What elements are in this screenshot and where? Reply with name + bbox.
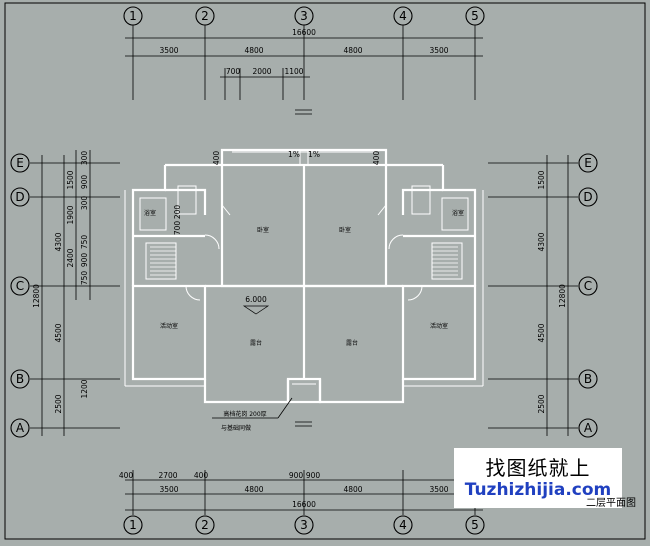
axis-D-right: D [583, 190, 592, 204]
axis-2-bottom: 2 [201, 518, 209, 532]
right-2500: 2500 [537, 394, 546, 413]
building-walls [124, 148, 484, 404]
top-axis-markers: 1 2 3 4 5 [123, 6, 485, 26]
room-terrace-right: 露台 [346, 339, 358, 347]
room-terrace-left: 露台 [250, 339, 262, 347]
top-bay-2: 4800 [244, 46, 263, 55]
room-bedroom-left: 卧室 [257, 226, 269, 234]
bottom-sub-400b: 400 [194, 471, 209, 480]
left-total-dim: 12800 [32, 284, 41, 308]
left-outer-2500: 2500 [54, 394, 63, 413]
axis-1-bottom: 1 [129, 518, 137, 532]
axis-2-top: 2 [201, 9, 209, 23]
top-bay-3: 4800 [343, 46, 362, 55]
axis-C-left: C [16, 279, 24, 293]
bottom-total-dim: 16600 [292, 500, 316, 509]
room-activity-right: 活动室 [430, 322, 448, 330]
axis-3-top: 3 [300, 9, 308, 23]
left-mid-1500: 1500 [66, 170, 75, 189]
axis-3-bottom: 3 [300, 518, 308, 532]
slope-right: 1% [308, 150, 320, 159]
axis-B-left: B [16, 372, 24, 386]
drawing-frame [4, 2, 646, 540]
note-line-1: 高档花岗 200厚 [223, 410, 266, 418]
left-inner-750a: 750 [80, 235, 89, 250]
bottom-axis-markers: 1 2 3 4 5 [123, 515, 485, 535]
top-bay-1: 3500 [159, 46, 178, 55]
slope-left: 1% [288, 150, 300, 159]
right-4300: 4300 [537, 232, 546, 251]
left-mid-2400: 2400 [66, 248, 75, 267]
axis-4-bottom: 4 [399, 518, 407, 532]
bottom-sub-400a: 400 [119, 471, 134, 480]
bottom-bay-2: 4800 [244, 485, 263, 494]
axis-5-top: 5 [471, 9, 479, 23]
axis-C-right: C [584, 279, 592, 293]
bottom-bay-4: 3500 [429, 485, 448, 494]
dim-400-left: 400 [212, 151, 221, 166]
top-sub-1100: 1100 [284, 67, 303, 76]
watermark-box: 找图纸就上 Tuzhizhijia.com [454, 448, 622, 508]
top-bay-4: 3500 [429, 46, 448, 55]
watermark-url: Tuzhizhijia.com [464, 480, 612, 500]
right-1500: 1500 [537, 170, 546, 189]
axis-A-right: A [584, 421, 593, 435]
left-outer-4300: 4300 [54, 232, 63, 251]
room-activity-left: 活动室 [160, 322, 178, 330]
bottom-bay-3: 4800 [343, 485, 362, 494]
left-inner-900a: 900 [80, 175, 89, 190]
axis-4-top: 4 [399, 9, 407, 23]
plan-title: 二层平面图 [586, 498, 636, 509]
dim-700: 700 [173, 221, 182, 236]
dim-200: 200 [173, 205, 182, 220]
axis-A-left: A [16, 421, 25, 435]
bottom-sub-2700: 2700 [158, 471, 177, 480]
room-bath-left: 浴室 [144, 209, 156, 217]
elevation-mark: 6.000 [245, 295, 267, 304]
room-bedroom-right: 卧室 [339, 226, 351, 234]
left-inner-300b: 300 [80, 196, 89, 211]
bottom-bay-1: 3500 [159, 485, 178, 494]
axis-E-left: E [16, 156, 24, 170]
axis-1-top: 1 [129, 9, 137, 23]
elevation-triangle [242, 305, 270, 315]
right-staircase [431, 242, 463, 280]
left-dimensions: 12800 4300 4500 2500 1500 1900 2400 1200… [30, 150, 120, 436]
left-outer-4500: 4500 [54, 323, 63, 342]
axis-B-right: B [584, 372, 592, 386]
note-line-2: 与基础同做 [221, 424, 251, 432]
axis-E-right: E [584, 156, 592, 170]
left-mid-1900: 1900 [66, 205, 75, 224]
left-staircase [145, 242, 177, 280]
room-bath-right: 浴室 [452, 209, 464, 217]
left-inner-750b: 750 [80, 271, 89, 286]
right-4500: 4500 [537, 323, 546, 342]
left-inner-300a: 300 [80, 151, 89, 166]
left-inner-900b: 900 [80, 253, 89, 268]
top-sub-2000: 2000 [252, 67, 271, 76]
axis-D-left: D [15, 190, 24, 204]
bottom-sub-900b: 900 [306, 471, 321, 480]
axis-5-bottom: 5 [471, 518, 479, 532]
bottom-dimensions: 400 2700 400 900 900 3500 4800 4800 3500… [119, 470, 483, 515]
top-sub-700: 700 [226, 67, 241, 76]
right-axis-markers: E D C B A [578, 153, 598, 438]
right-dimensions: 1500 4300 4500 2500 12800 [488, 155, 578, 436]
right-total-dim: 12800 [558, 284, 567, 308]
watermark-chinese: 找图纸就上 [485, 456, 591, 480]
dim-400-right: 400 [372, 151, 381, 166]
top-dimensions: 16600 3500 4800 4800 3500 700 2000 1100 [125, 25, 483, 115]
bottom-sub-900a: 900 [289, 471, 304, 480]
left-mid-1200: 1200 [80, 379, 89, 398]
left-axis-markers: E D C B A [10, 153, 30, 438]
